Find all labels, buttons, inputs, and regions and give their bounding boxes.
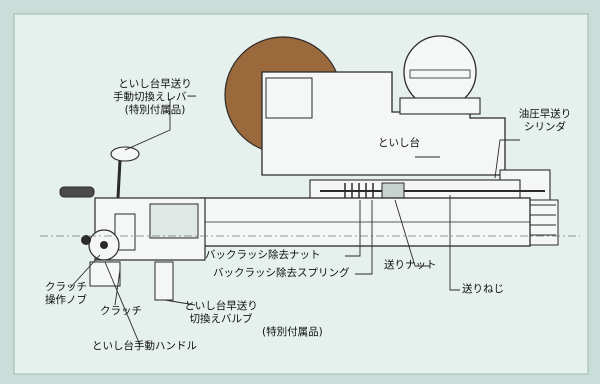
leader-clutch (114, 269, 121, 306)
switch-valve-line-1: といし台早送り (184, 300, 258, 312)
leader-backlash-nut (345, 200, 361, 257)
leader-switch-valve (164, 299, 196, 306)
leader-hand-wheel (104, 261, 141, 346)
backlash-spring (344, 183, 374, 199)
quick-feed-lever-line-2: 手動切換えレバー (113, 91, 197, 103)
clutch-body (89, 261, 121, 287)
clutch-housing (114, 213, 136, 251)
switch-valve-line-2: 切換えバルブ (189, 313, 253, 325)
clutch-knob-line-1: クラッチ (45, 281, 87, 293)
gearbox-cover (149, 203, 199, 239)
hydraulic-cylinder-line-1: 油圧早送り (518, 108, 572, 120)
leader-clutch-knob (69, 254, 101, 289)
backlash-nut-label: バックラッシ除去ナット (205, 249, 321, 261)
wheel-head-block (261, 71, 506, 176)
feed-nut (381, 182, 405, 200)
feed-screw-label: 送りねじ (462, 283, 504, 295)
clutch-knob-shape (81, 235, 91, 245)
motor-band (409, 69, 471, 79)
leader-feed-screw (449, 195, 460, 291)
backlash-spring-label: バックラッシ除去スプリング (213, 267, 350, 279)
leader-backlash-spring (355, 200, 373, 275)
leader-feed-nut (394, 199, 430, 267)
clutch-knob-label: クラッチ 操作ノブ (36, 281, 96, 307)
quick-feed-lever-line-3: (特別付属品) (124, 104, 186, 116)
quick-feed-lever-label: といし台早送り 手動切換えレバー (特別付属品) (95, 78, 215, 117)
switch-valve (154, 261, 174, 301)
hand-wheel-label: といし台手動ハンドル (92, 340, 197, 352)
motor-base (399, 97, 481, 115)
switch-valve-label: といし台早送り 切換えバルブ (176, 300, 266, 326)
hydraulic-cylinder-line-2: シリンダ (524, 121, 566, 133)
leader-lines (69, 100, 520, 346)
side-handle (59, 186, 95, 198)
cylinder-fins (524, 204, 556, 236)
leader-quick-feed-lever (124, 100, 171, 151)
wheel-head-label: といし台 (378, 137, 420, 149)
clutch-label: クラッチ (100, 305, 142, 317)
lever-handle (110, 146, 140, 162)
hand-wheel-hub (100, 241, 108, 249)
drive-motor (403, 35, 477, 109)
quick-feed-lever-line-1: といし台早送り (118, 78, 192, 90)
feed-nut-label: 送りナット (384, 259, 437, 271)
clutch-knob-line-2: 操作ノブ (45, 294, 87, 306)
leader-hydraulic-cylinder (494, 139, 520, 179)
special-accessory-label: (特別付属品) (262, 326, 323, 338)
lever-shaft (116, 159, 122, 199)
hydraulic-cylinder-label: 油圧早送り シリンダ (508, 108, 582, 134)
spindle-housing (265, 77, 313, 119)
